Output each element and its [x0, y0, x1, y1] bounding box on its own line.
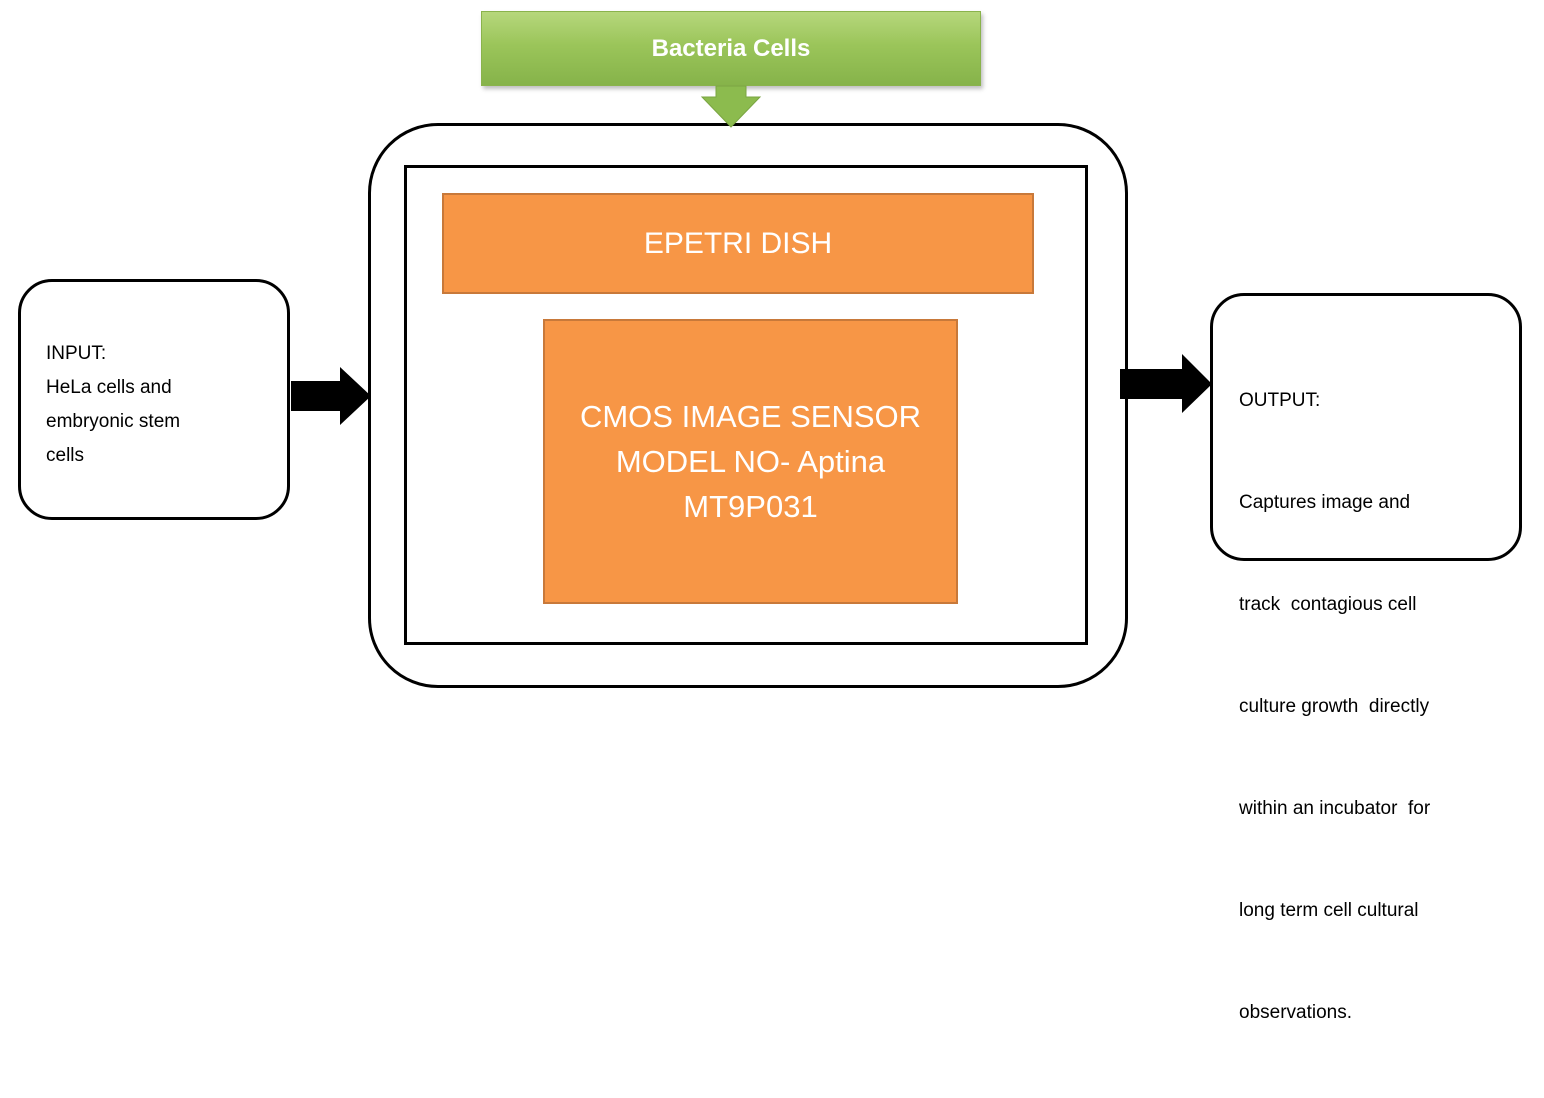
input-line: cells [46, 445, 85, 466]
output-arrow [1120, 354, 1212, 413]
input-line: INPUT: [46, 343, 107, 364]
green-down-arrow [700, 85, 762, 128]
input-box: INPUT: HeLa cells and embryonic stem cel… [18, 279, 290, 520]
input-text: INPUT: HeLa cells and embryonic stem cel… [46, 337, 180, 473]
arrows-layer [291, 85, 1212, 425]
epetri-dish-box: EPETRI DISH [442, 193, 1034, 294]
output-line: OUTPUT: [1239, 390, 1321, 411]
output-line: within an incubator for [1239, 798, 1431, 819]
cmos-sensor-line: MODEL NO- Aptina [615, 444, 886, 479]
bacteria-cells-box: Bacteria Cells [481, 11, 981, 86]
epetri-dish-label: EPETRI DISH [643, 226, 833, 260]
output-line: Captures image and [1239, 492, 1411, 513]
cmos-sensor-line: CMOS IMAGE SENSOR [579, 399, 922, 434]
cmos-sensor-box: CMOS IMAGE SENSOR MODEL NO- Aptina MT9P0… [543, 319, 958, 604]
output-line: track contagious cell [1239, 594, 1417, 615]
input-arrow [291, 367, 371, 425]
input-line: embryonic stem [46, 411, 181, 432]
input-line: HeLa cells and [46, 377, 172, 398]
output-line: long term cell cultural [1239, 900, 1419, 921]
bacteria-cells-label: Bacteria Cells [651, 34, 811, 62]
output-line: observations. [1239, 1002, 1353, 1023]
cmos-sensor-line: MT9P031 [683, 489, 818, 524]
